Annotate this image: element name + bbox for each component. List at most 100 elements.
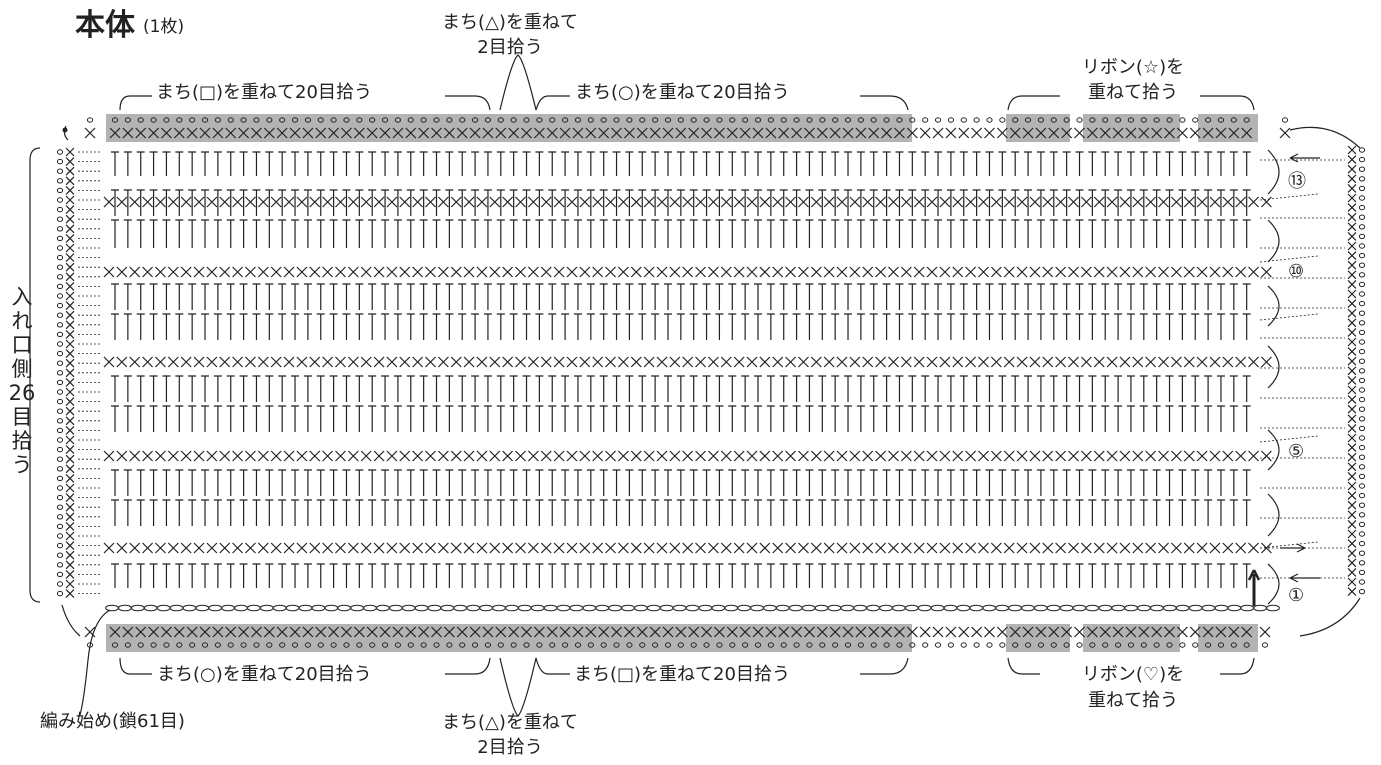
single-crochet-symbol <box>913 356 925 368</box>
chain-stitch-symbol <box>995 604 1009 612</box>
chain-stitch-symbol <box>56 312 64 318</box>
half-double-crochet-symbol <box>651 219 660 248</box>
single-crochet-symbol <box>1145 450 1157 462</box>
single-crochet-symbol <box>257 542 269 554</box>
chain-stitch-symbol <box>956 604 971 612</box>
single-crochet-symbol <box>978 266 989 278</box>
half-double-crochet-symbol <box>1139 189 1148 216</box>
single-crochet-symbol <box>347 356 359 368</box>
chain-stitch-symbol <box>56 283 64 290</box>
half-double-crochet-symbol <box>432 563 441 588</box>
half-double-crochet-symbol <box>1152 375 1161 402</box>
half-double-crochet-symbol <box>509 151 518 176</box>
chain-stitch-symbol <box>1358 473 1366 480</box>
chain-stitch-symbol <box>1261 642 1269 648</box>
side-label-char: 側 <box>11 357 33 381</box>
chain-stitch-symbol <box>56 149 64 155</box>
single-crochet-symbol <box>1055 356 1067 368</box>
single-crochet-symbol <box>1196 266 1208 278</box>
single-crochet-symbol <box>990 356 1002 368</box>
single-crochet-symbol <box>649 626 661 638</box>
chain-stitch-symbol <box>639 642 646 648</box>
half-double-crochet-symbol <box>381 563 390 588</box>
bottom-label-machi-circle: まち(○)を重ねて20目拾う <box>157 664 372 685</box>
half-double-crochet-symbol <box>792 283 801 310</box>
single-crochet-symbol <box>695 266 706 278</box>
half-double-crochet-symbol <box>548 283 557 310</box>
half-double-crochet-symbol <box>111 469 119 496</box>
half-double-crochet-symbol <box>1139 563 1148 588</box>
single-crochet-symbol <box>669 542 681 554</box>
half-double-crochet-symbol <box>445 189 454 216</box>
half-double-crochet-symbol <box>1191 499 1200 526</box>
half-double-crochet-symbol <box>869 405 878 432</box>
chain-stitch-symbol <box>56 379 64 386</box>
half-double-crochet-symbol <box>368 189 377 216</box>
single-crochet-symbol <box>155 266 166 278</box>
half-double-crochet-symbol <box>291 219 300 248</box>
half-double-crochet-symbol <box>805 219 814 248</box>
half-double-crochet-symbol <box>599 313 608 340</box>
half-double-crochet-symbol <box>869 375 878 402</box>
half-double-crochet-symbol <box>831 499 840 526</box>
chain-stitch-symbol <box>56 331 64 338</box>
half-double-crochet-symbol <box>226 469 235 496</box>
single-crochet-symbol <box>707 196 719 208</box>
chain-stitch-symbol <box>56 226 64 232</box>
single-crochet-symbol <box>617 356 629 368</box>
half-double-crochet-symbol <box>368 313 377 340</box>
single-crochet-symbol <box>425 542 436 554</box>
single-crochet-symbol <box>965 356 977 368</box>
half-double-crochet-symbol <box>663 219 672 248</box>
single-crochet-symbol <box>720 542 732 554</box>
half-double-crochet-symbol <box>1024 189 1033 216</box>
single-crochet-symbol <box>328 127 340 139</box>
half-double-crochet-symbol <box>316 499 325 526</box>
half-double-crochet-symbol <box>651 469 660 496</box>
single-crochet-symbol <box>804 127 815 139</box>
half-double-crochet-symbol <box>689 219 698 248</box>
half-double-crochet-symbol <box>239 283 248 310</box>
half-double-crochet-symbol <box>985 563 994 588</box>
half-double-crochet-symbol <box>226 375 235 402</box>
half-double-crochet-symbol <box>162 405 171 432</box>
chain-stitch-symbol <box>56 206 64 213</box>
half-double-crochet-symbol <box>1075 313 1084 340</box>
single-crochet-symbol <box>206 266 218 278</box>
single-crochet-symbol <box>695 542 706 554</box>
single-crochet-symbol <box>958 127 970 139</box>
single-crochet-symbol <box>1347 433 1357 443</box>
single-crochet-symbol <box>913 266 925 278</box>
half-double-crochet-symbol <box>741 283 750 310</box>
chain-stitch-symbol <box>1358 512 1366 518</box>
half-double-crochet-symbol <box>882 405 891 432</box>
single-crochet-symbol <box>875 450 887 462</box>
half-double-crochet-symbol <box>1165 375 1174 402</box>
chain-stitch-symbol <box>420 642 427 648</box>
half-double-crochet-symbol <box>188 563 197 588</box>
single-crochet-symbol <box>733 450 745 462</box>
half-double-crochet-symbol <box>831 469 840 496</box>
half-double-crochet-symbol <box>741 313 750 340</box>
half-double-crochet-symbol <box>844 469 853 496</box>
single-crochet-symbol <box>894 127 905 139</box>
half-double-crochet-symbol <box>908 469 917 496</box>
half-double-crochet-symbol <box>342 189 351 216</box>
single-crochet-symbol <box>759 196 771 208</box>
half-double-crochet-symbol <box>111 283 119 310</box>
half-double-crochet-symbol <box>985 313 994 340</box>
half-double-crochet-symbol <box>522 563 531 588</box>
half-double-crochet-symbol <box>754 189 762 216</box>
half-double-crochet-symbol <box>676 189 685 216</box>
chain-stitch-symbol <box>1050 117 1057 123</box>
single-crochet-symbol <box>1093 356 1105 368</box>
turning-chain <box>1267 345 1280 389</box>
half-double-crochet-symbol <box>676 313 685 340</box>
single-crochet-symbol <box>1209 356 1221 368</box>
single-crochet-symbol <box>276 626 288 638</box>
single-crochet-symbol <box>437 450 449 462</box>
half-double-crochet-symbol <box>1242 499 1251 526</box>
half-double-crochet-symbol <box>573 499 582 526</box>
half-double-crochet-symbol <box>381 375 390 402</box>
half-double-crochet-symbol <box>239 375 248 402</box>
